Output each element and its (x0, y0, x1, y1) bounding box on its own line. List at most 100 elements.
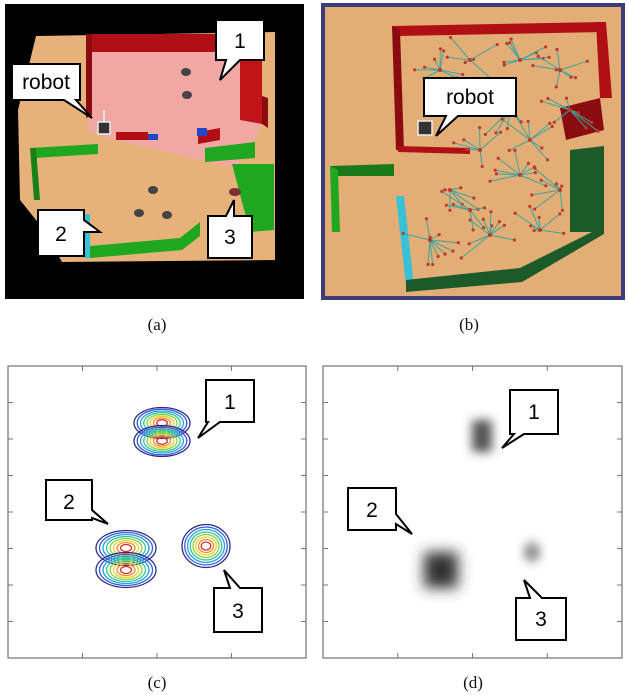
graph-edge (453, 204, 471, 211)
graph-node (502, 223, 506, 227)
panel-a-red-wall-top (86, 34, 240, 52)
graph-node (585, 59, 589, 63)
graph-node (528, 204, 532, 208)
callout-robot-label: robot (22, 71, 70, 94)
panel-b-green-wall-left (330, 164, 394, 176)
panel-a-red-wall-door (116, 132, 148, 140)
panel-a-callout-3: 3 (207, 199, 253, 259)
graph-node (472, 196, 476, 200)
person-2a (148, 186, 158, 194)
panel-d-blob-3 (524, 542, 540, 562)
contour-ring (109, 537, 143, 559)
graph-node (526, 119, 530, 123)
graph-edge (559, 60, 588, 71)
graph-node (539, 178, 543, 182)
panel-d-callout-2-label: 2 (366, 499, 378, 522)
graph-edge (482, 219, 491, 236)
graph-edge (463, 139, 481, 151)
graph-edge (504, 59, 521, 66)
graph-node (526, 161, 531, 165)
graph-node (544, 184, 548, 188)
panel-a-green-wall-left (30, 148, 40, 200)
graph-edge (509, 139, 531, 151)
graph-node (488, 179, 492, 183)
contour-ring (152, 435, 172, 447)
graph-edge (434, 58, 441, 71)
graph-edge (556, 49, 561, 71)
graph-edge (529, 123, 551, 141)
graph-edge (479, 149, 483, 167)
caption-a: (a) (148, 315, 167, 334)
graph-edge (439, 50, 445, 71)
graph-node (461, 72, 465, 77)
caption-c: (c) (148, 673, 167, 692)
graph-node (532, 228, 536, 233)
panel-c-ticks (8, 366, 306, 658)
graph-hub (568, 108, 572, 112)
graph-node (440, 189, 444, 193)
panel-d-callout-3-label: 3 (535, 608, 547, 631)
person-1b (182, 91, 192, 99)
graph-edge (569, 109, 599, 132)
graph-hub (518, 173, 522, 177)
graph-edge (519, 163, 529, 176)
callout-robot-box (11, 63, 93, 119)
graph-node (459, 256, 463, 260)
graph-node (482, 206, 487, 210)
graph-node (508, 41, 512, 45)
contour-ring (95, 551, 157, 589)
graph-edge (447, 56, 471, 61)
graph-edge (479, 131, 501, 151)
graph-node (560, 208, 565, 212)
contour-ring (189, 531, 223, 561)
graph-edge (555, 69, 561, 88)
graph-edge (538, 217, 541, 231)
graph-edge (547, 98, 571, 111)
graph-node (513, 148, 517, 152)
graph-node (512, 238, 517, 242)
contour-ring (102, 555, 150, 585)
graph-node (463, 60, 467, 65)
graph-node (443, 188, 447, 192)
contour-ring (95, 529, 157, 567)
panel-c-callout-1: 1 (197, 379, 255, 439)
graph-edge (427, 239, 431, 265)
panel-b-red-wall-door (398, 146, 470, 154)
panel-b-red-wall-top (392, 22, 604, 36)
caption-b: (b) (459, 315, 479, 334)
graph-node (502, 63, 506, 67)
graph-node (444, 203, 448, 207)
graph-node (562, 231, 566, 235)
graph-node (436, 254, 440, 259)
contour-ring (105, 535, 147, 561)
graph-node (482, 226, 486, 230)
graph-node (424, 217, 428, 221)
panel-b-red-wall-right (596, 22, 612, 98)
panel-b-robot-marker (417, 120, 433, 136)
contour-ring (98, 553, 154, 587)
callout-3-box (207, 199, 253, 259)
graph-edge (540, 179, 561, 191)
graph-hub (478, 148, 482, 152)
graph-edge (495, 169, 521, 176)
graph-node (564, 96, 569, 100)
graph-node (445, 55, 449, 59)
graph-node (459, 186, 463, 190)
graph-edge (531, 189, 561, 196)
graph-node (428, 235, 432, 239)
panel-b-red-wall-left (392, 26, 404, 150)
graph-hub (468, 208, 472, 212)
graph-node (431, 262, 435, 267)
graph-node (433, 57, 437, 61)
graph-edge (569, 109, 592, 123)
contour-ring (98, 531, 154, 565)
graph-node (481, 217, 485, 221)
graph-node (451, 249, 455, 253)
graph-edge (441, 190, 471, 211)
graph-hub (438, 68, 442, 72)
graph-node (480, 164, 484, 169)
contour-ring (112, 561, 140, 579)
graph-node (495, 42, 499, 47)
graph-edge (489, 211, 492, 236)
